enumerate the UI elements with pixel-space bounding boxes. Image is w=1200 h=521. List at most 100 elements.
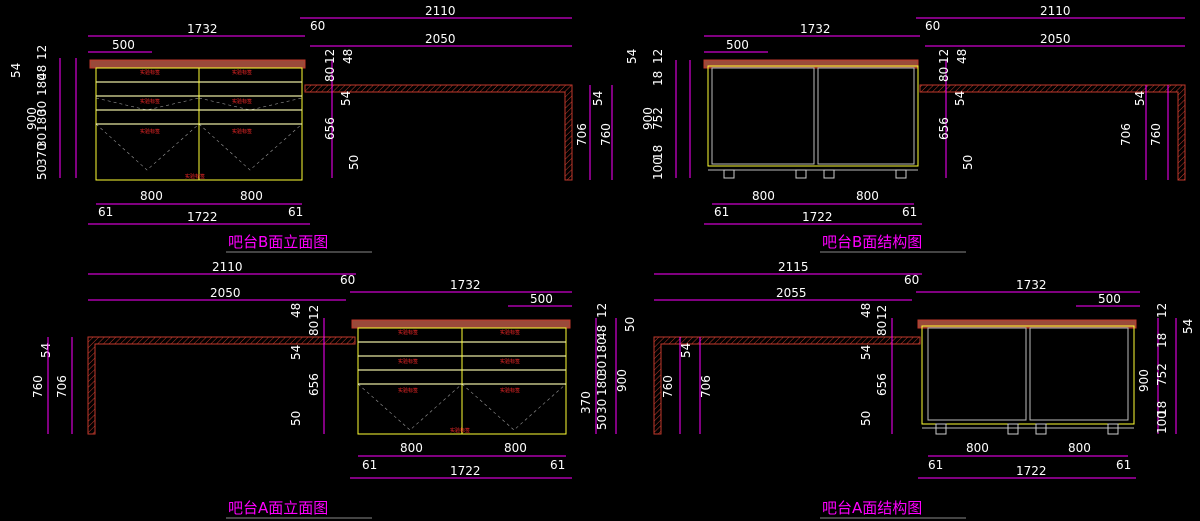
svg-text:实验标签: 实验标签 [140,128,160,135]
dim-1732: 1732 [450,278,481,292]
dim-80: 80 [937,67,951,82]
dim-900r: 900 [615,369,629,392]
dim-1722: 1722 [187,210,218,224]
dim-900: 900 [641,107,655,130]
dim-1722: 1722 [450,464,481,478]
svg-text:实验标签: 实验标签 [500,387,520,394]
dim-30: 30 [35,101,49,116]
dim-2050: 2050 [1040,32,1071,46]
dim-2050: 2050 [210,286,241,300]
dim-800a: 800 [966,441,989,455]
dim-800b: 800 [504,441,527,455]
dim-30b: 30 [35,133,49,148]
dim-18: 18 [651,71,665,86]
dim-48: 48 [289,303,303,318]
dim-656: 656 [307,373,321,396]
dim-50c: 50 [347,155,361,170]
svg-text:实验标签: 实验标签 [398,358,418,365]
dim-54l: 54 [39,343,53,358]
dim-80: 80 [307,321,321,336]
dim-48c: 48 [341,49,355,64]
dim-12: 12 [651,49,665,64]
dim-54r: 54 [1181,319,1195,334]
dim-800b: 800 [1068,441,1091,455]
dim-61b: 61 [288,205,303,219]
svg-text:实验标签: 实验标签 [398,387,418,394]
dim-500: 500 [530,292,553,306]
dim-60: 60 [925,19,940,33]
dim-60: 60 [340,273,355,287]
dim-180: 180 [35,73,49,96]
dim-50: 50 [35,165,49,180]
dim-760: 760 [599,123,613,146]
dim-100r: 100 [1155,411,1169,434]
dim-18r: 18 [1155,333,1169,348]
dim-180r: 180 [595,337,609,360]
dim-706: 706 [575,123,589,146]
dim-1722: 1722 [1016,464,1047,478]
dim-30r: 30 [595,361,609,376]
panel-title: 吧台B面立面图 [228,233,328,251]
svg-text:实验标签: 实验标签 [450,427,470,434]
dim-2055: 2055 [776,286,807,300]
panel-title: 吧台A面结构图 [822,499,922,517]
dim-54: 54 [625,49,639,64]
dim-706: 706 [1119,123,1133,146]
dim-61b: 61 [1116,458,1131,472]
dim-54: 54 [289,345,303,360]
dim-12r: 12 [595,303,609,318]
dim-370r: 370 [579,391,593,414]
dim-12: 12 [35,45,49,60]
dim-50c: 50 [961,155,975,170]
dim-2110: 2110 [1040,4,1071,18]
dim-900: 900 [25,107,39,130]
dim-18b: 18 [651,145,665,160]
dim-370: 370 [35,143,49,166]
dim-12c: 12 [937,49,951,64]
dim-54c: 54 [339,91,353,106]
dim-54r: 54 [591,91,605,106]
dim-706: 706 [55,375,69,398]
svg-text:实验标签: 实验标签 [185,173,205,180]
dim-180r2: 180 [595,373,609,396]
label-tag: 实验标签 [140,69,160,76]
dim-50r: 50 [595,415,609,430]
dim-500: 500 [726,38,749,52]
dim-48r: 48 [595,325,609,340]
dim-1732: 1732 [1016,278,1047,292]
dim-54l: 54 [679,343,693,358]
panel-title: 吧台A面立面图 [228,499,328,517]
dim-656: 656 [937,117,951,140]
dim-48c: 48 [955,49,969,64]
dim-54r: 54 [1133,91,1147,106]
dim-61a: 61 [928,458,943,472]
dim-12: 12 [307,305,321,320]
dim-656: 656 [875,373,889,396]
dim-656: 656 [323,117,337,140]
dim-800a: 800 [752,189,775,203]
dim-54: 54 [859,345,873,360]
dim-50: 50 [859,411,873,426]
dim-50: 50 [289,411,303,426]
dim-760: 760 [31,375,45,398]
dim-2110: 2110 [425,4,456,18]
dim-760: 760 [661,375,675,398]
svg-text:实验标签: 实验标签 [398,329,418,336]
dim-48: 48 [859,303,873,318]
dim-800b: 800 [240,189,263,203]
panel-b-structure: 2110 1732 60 500 2050 54 12 18 752 18 10… [625,4,1186,253]
dim-752r: 752 [1155,363,1169,386]
dim-800a: 800 [140,189,163,203]
svg-text:实验标签: 实验标签 [140,98,160,105]
dim-2050: 2050 [425,32,456,46]
svg-text:实验标签: 实验标签 [232,128,252,135]
panel-b-elevation: 2110 1732 60 500 2050 54 12 48 180 30 18… [9,4,613,253]
dim-54: 54 [9,63,23,78]
dim-12r: 12 [1155,303,1169,318]
dim-12c: 12 [323,49,337,64]
dim-61a: 61 [714,205,729,219]
svg-text:实验标签: 实验标签 [500,329,520,336]
panel-a-structure: 2115 60 1732 2055 500 54 760 706 48 80 1… [653,260,1195,519]
svg-text:实验标签: 实验标签 [232,98,252,105]
